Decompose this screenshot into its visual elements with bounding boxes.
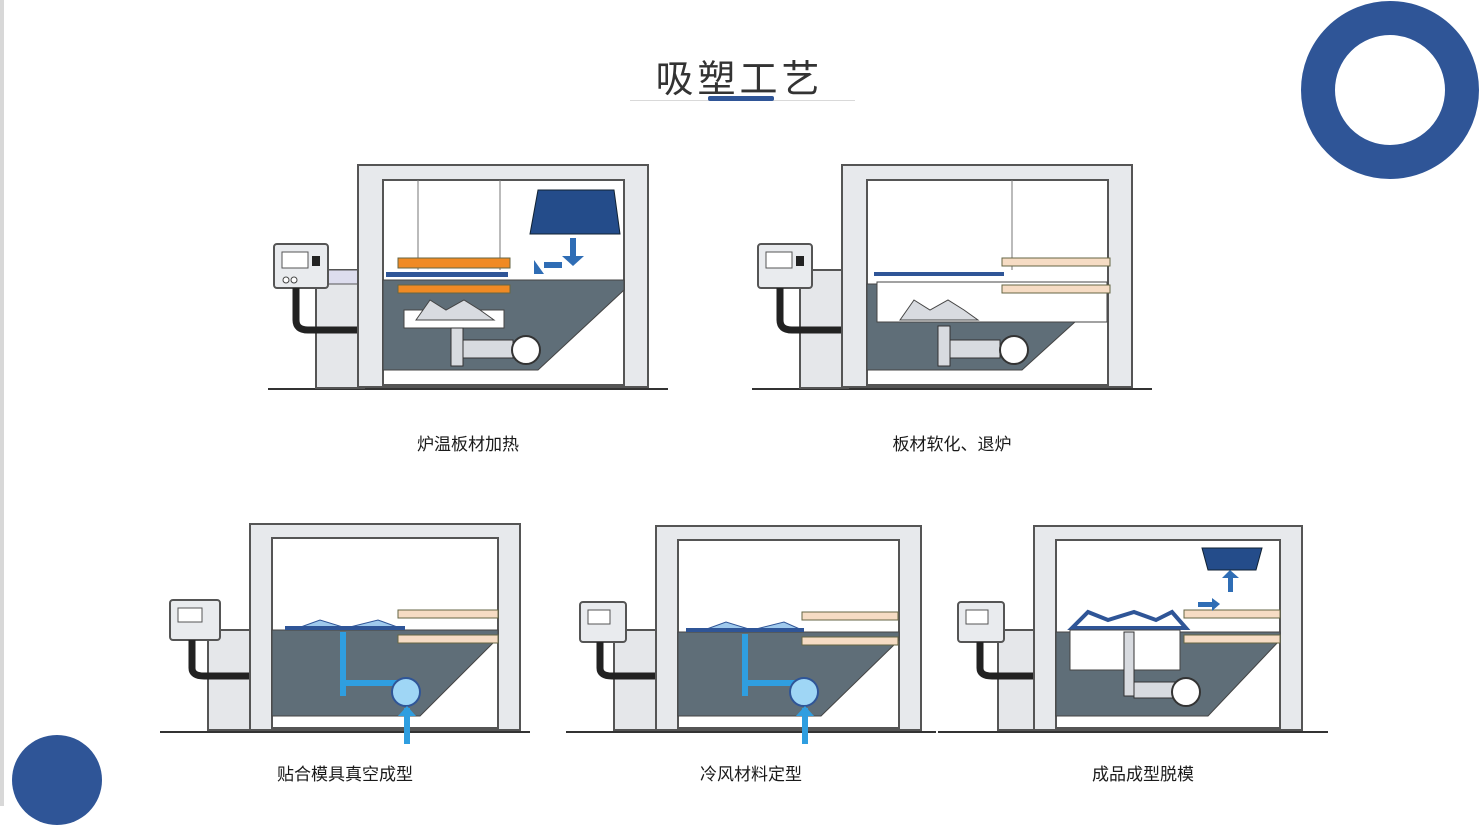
step-demolding: 成品成型脱模 <box>938 520 1328 800</box>
page-title: 吸塑工艺 <box>655 57 824 101</box>
step-caption: 炉温板材加热 <box>417 435 519 455</box>
left-border <box>0 0 4 806</box>
machine-diagram-heating <box>268 164 668 390</box>
title-accent-bar <box>708 96 774 101</box>
step-cooling: 冷风材料定型 <box>566 520 936 800</box>
decorative-dot <box>12 735 102 825</box>
machine-diagram-cooling <box>566 525 936 744</box>
machine-diagram-softening <box>752 164 1152 390</box>
step-caption: 板材软化、退炉 <box>892 435 1012 455</box>
machine-diagram-demolding <box>938 525 1328 733</box>
step-heating: 炉温板材加热 <box>268 160 668 455</box>
step-softening: 板材软化、退炉 <box>752 160 1152 455</box>
machine-diagram-vacuum <box>160 523 530 744</box>
step-vacuum-forming: 贴合模具真空成型 <box>160 520 530 800</box>
step-caption: 冷风材料定型 <box>700 765 802 785</box>
step-caption: 贴合模具真空成型 <box>277 765 413 785</box>
step-caption: 成品成型脱模 <box>1092 765 1194 785</box>
